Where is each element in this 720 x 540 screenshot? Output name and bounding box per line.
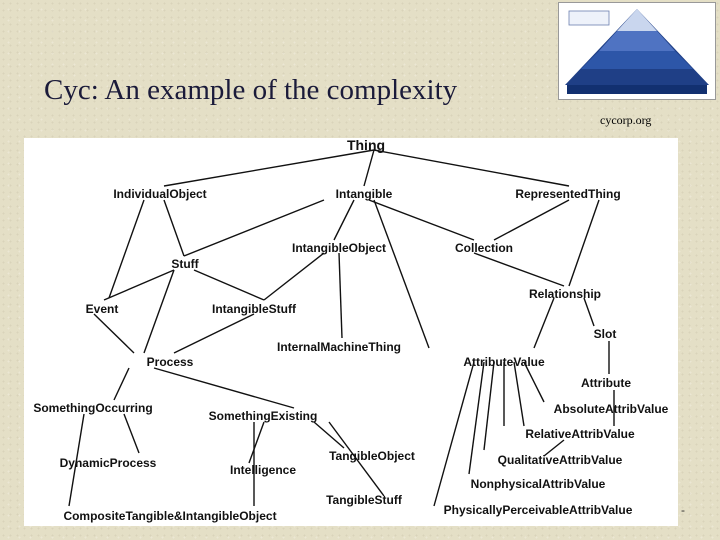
node-something-existing: SomethingExisting — [208, 409, 318, 423]
node-tangible-stuff: TangibleStuff — [326, 493, 402, 507]
node-physically-perceivable-attrib-value: PhysicallyPerceivableAttribValue — [443, 503, 633, 517]
node-tangible-object: TangibleObject — [329, 449, 415, 463]
node-nonphysical-attrib-value: NonphysicalAttribValue — [470, 477, 606, 491]
node-intangible: Intangible — [335, 187, 393, 201]
node-collection: Collection — [454, 241, 514, 255]
node-absolute-attrib-value: AbsoluteAttribValue — [553, 402, 669, 416]
ontology-diagram: Thing IndividualObject Intangible Repres… — [24, 138, 678, 526]
source-url: cycorp.org — [600, 113, 652, 127]
node-something-occurring: SomethingOccurring — [33, 401, 153, 415]
node-individual-object: IndividualObject — [113, 187, 207, 201]
slide-title: Cyc: An example of the complexity — [44, 74, 458, 106]
page-dash: - — [681, 503, 685, 517]
node-event: Event — [85, 302, 119, 316]
node-thing: Thing — [346, 137, 386, 153]
node-relationship: Relationship — [528, 287, 602, 301]
node-intangible-object: IntangibleObject — [291, 241, 387, 255]
knowledge-pyramid-icon — [562, 6, 712, 96]
hierarchy-edges — [68, 149, 615, 507]
node-attribute: Attribute — [581, 376, 631, 390]
node-dynamic-process: DynamicProcess — [59, 456, 157, 470]
node-represented-thing: RepresentedThing — [515, 187, 621, 201]
node-stuff: Stuff — [171, 257, 199, 271]
node-intangible-stuff: IntangibleStuff — [212, 302, 296, 316]
node-attribute-value: AttributeValue — [463, 355, 545, 369]
node-relative-attrib-value: RelativeAttribValue — [525, 427, 635, 441]
node-slot: Slot — [593, 327, 617, 341]
cyc-knowledge-base-logo — [558, 2, 716, 100]
node-process: Process — [146, 355, 194, 369]
node-qualitative-attrib-value: QualitativeAttribValue — [497, 453, 623, 467]
node-intelligence: Intelligence — [229, 463, 297, 477]
node-composite-tangible-intangible-object: CompositeTangible&IntangibleObject — [63, 509, 277, 523]
node-internal-machine-thing: InternalMachineThing — [276, 340, 402, 354]
